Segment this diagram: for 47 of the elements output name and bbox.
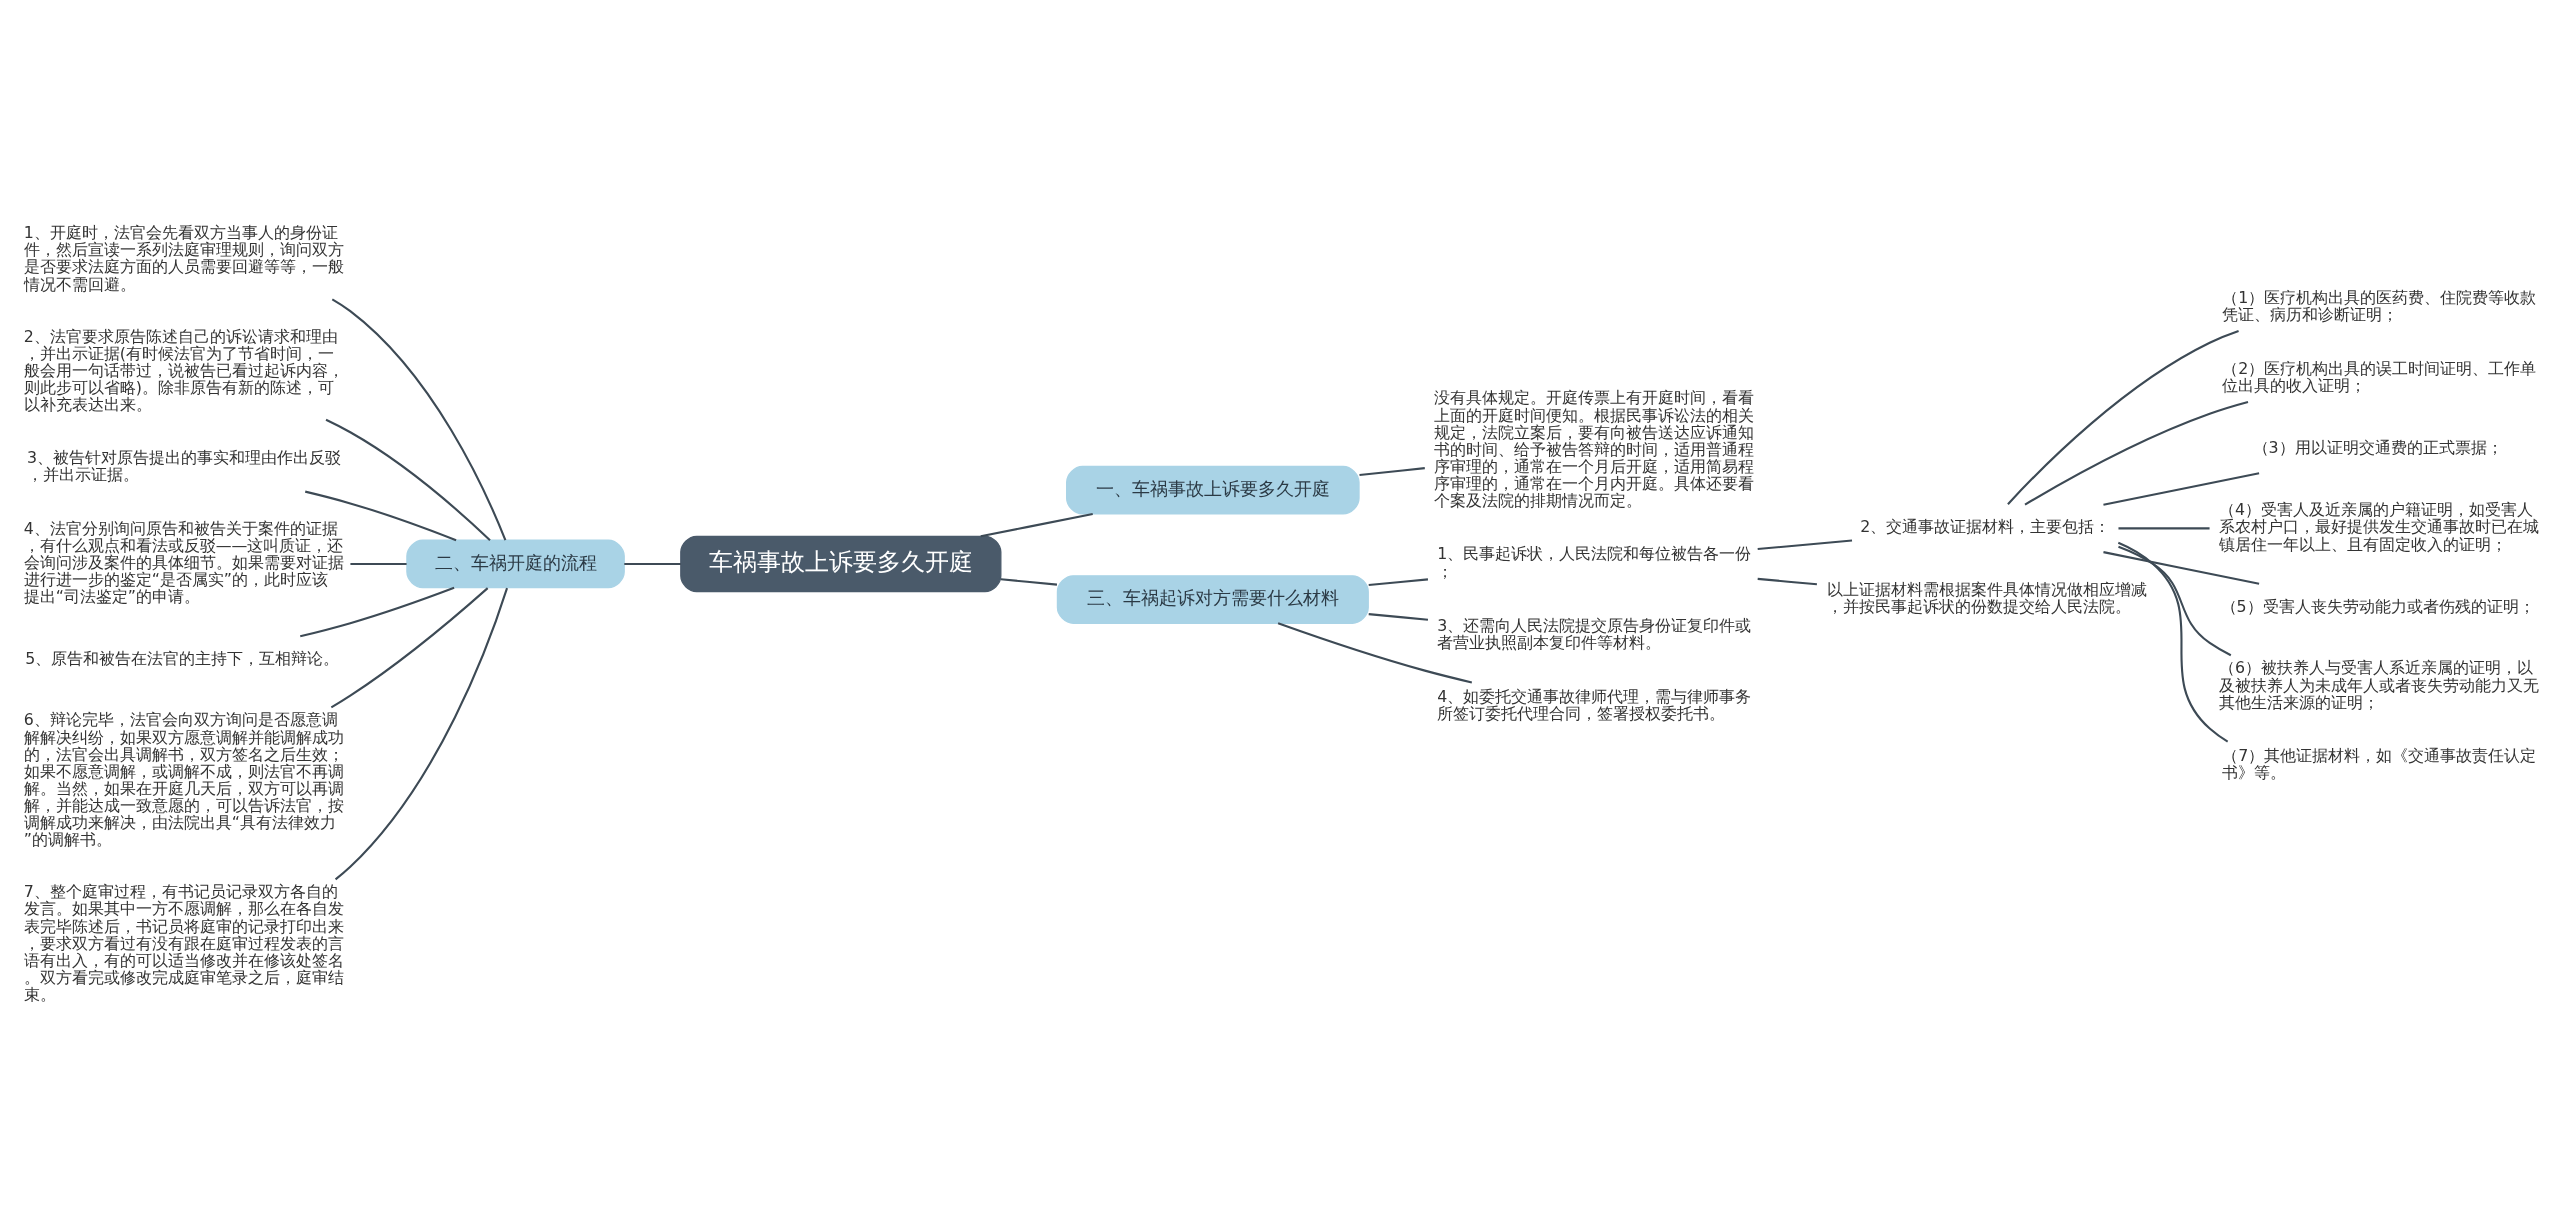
- node-text: 3、被告针对原告提出的事实和理由作出反驳，并出示证据。: [27, 448, 342, 485]
- node-text: 4、法官分别询问原告和被告关于案件的证据，有什么观点和看法或反驳——这叫质证，还会询问涉及案件的具体细节。如果需要对证据进行进一步的鉴定“是否属实”的，此时应该提出“司法鉴定”的申请。: [23, 518, 344, 607]
- connector: [2118, 545, 2232, 657]
- connector: [325, 418, 491, 541]
- node-text: 以上证据材料需根据案件具体情况做相应增减，并按民事起诉状的份数提交给人民法院。: [1826, 580, 2147, 617]
- node-text: 2、法官要求原告陈述自己的诉讼请求和理由，并出示证据(有时候法官为了节省时间，一般会用一句话带过，说被告已看过起诉内容，则此步可以省略)。除非原告有新的陈述，可以补充表达出来。: [23, 326, 344, 415]
- connector: [350, 562, 407, 566]
- connector: [1359, 467, 1425, 477]
- node-text: 6、辩论完毕，法官会向双方询问是否愿意调解解决纠纷，如果双方愿意调解并能调解成功的，法官会出具调解书，双方签名之后生效；如果不愿意调解，或调解不成，则法官不再调解。当然，如果在开庭几天后，双方可以再调解，并能达成一致意愿的，可以告诉法官，按调解成功来解决，由法院出具“具有法律效力”的调解书。: [23, 710, 344, 850]
- connector: [2118, 527, 2210, 530]
- node-text: 7、整个庭审过程，有书记员记录双方各自的发言。如果其中一方不愿调解，那么在各自发表完毕陈述后，书记员将庭审的记录打印出来，要求双方看过有没有跟在庭审过程发表的言语有出入，有的可以适当修改并在修该处签名。双方看完或修改完成庭审笔录之后，庭审结束。: [23, 882, 344, 1004]
- connector: [331, 298, 507, 541]
- node-text: （6）被扶养人与受害人系近亲属的证明，以及被扶养人为未成年人或者丧失劳动能力又无其他生活来源的证明；: [2218, 658, 2539, 712]
- node-text: 2、交通事故证据材料，主要包括：: [1860, 517, 2111, 537]
- node-box: 车祸事故上诉要多久开庭: [680, 535, 1002, 593]
- connector: [624, 562, 681, 566]
- connector: [1757, 577, 1817, 586]
- node-box: 二、车祸开庭的流程: [406, 539, 625, 589]
- node-text: 1、民事起诉状，人民法院和每位被告各一份；: [1437, 544, 1752, 581]
- connector: [1368, 578, 1429, 586]
- connector: [2103, 472, 2260, 506]
- connector: [2117, 541, 2229, 743]
- connector: [1368, 613, 1429, 621]
- connector: [334, 587, 509, 881]
- node-text: （5）受害人丧失劳动能力或者伤残的证明；: [2220, 596, 2535, 616]
- node-text: （3）用以证明交通费的正式票据；: [2252, 438, 2503, 458]
- node-box: 一、车祸事故上诉要多久开庭: [1066, 465, 1360, 515]
- connector: [2007, 329, 2239, 505]
- node-text: 4、如委托交通事故律师代理，需与律师事务所签订委托代理合同，签署授权委托书。: [1437, 686, 1752, 723]
- node-text: 1、开庭时，法官会先看双方当事人的身份证件，然后宣读一系列法庭审理规则，询问双方是否要求法庭方面的人员需要回避等等，一般情况不需回避。: [23, 223, 344, 294]
- node-text: （2）医疗机构出具的误工时间证明、工作单位出具的收入证明；: [2222, 358, 2537, 395]
- node-text: 3、还需向人民法院提交原告身份证复印件或者营业执照副本复印件等材料。: [1437, 615, 1752, 652]
- node-text: 没有具体规定。开庭传票上有开庭时间，看看上面的开庭时间便知。根据民事诉讼法的相关规定，法院立案后，要有向被告送达应诉通知书的时间、给予被告答辩的时间，适用普通程序审理的，通常在一个月后开庭，适用简易程序审理的，通常在一个月内开庭。具体还要看个案及法院的排期情况而定。: [1434, 388, 1755, 511]
- node-text: （4）受害人及近亲属的户籍证明，如受害人系农村户口，最好提供发生交通事故时已在城镇居住一年以上、且有固定收入的证明；: [2218, 500, 2539, 554]
- node-box: 三、车祸起诉对方需要什么材料: [1056, 575, 1369, 624]
- node-text: （1）医疗机构出具的医药费、住院费等收款凭证、病历和诊断证明；: [2222, 287, 2537, 324]
- connector: [2024, 401, 2249, 506]
- connector: [304, 490, 457, 542]
- connector: [1000, 578, 1058, 586]
- connector: [1757, 539, 1853, 551]
- node-text: （7）其他证据材料，如《交通事故责任认定书》等。: [2222, 745, 2537, 783]
- connector: [980, 512, 1093, 538]
- node-text: 5、原告和被告在法官的主持下，互相辩论。: [25, 649, 340, 669]
- connector: [300, 586, 455, 638]
- connector: [2103, 551, 2260, 585]
- connector: [1277, 622, 1473, 684]
- connector: [330, 587, 489, 709]
